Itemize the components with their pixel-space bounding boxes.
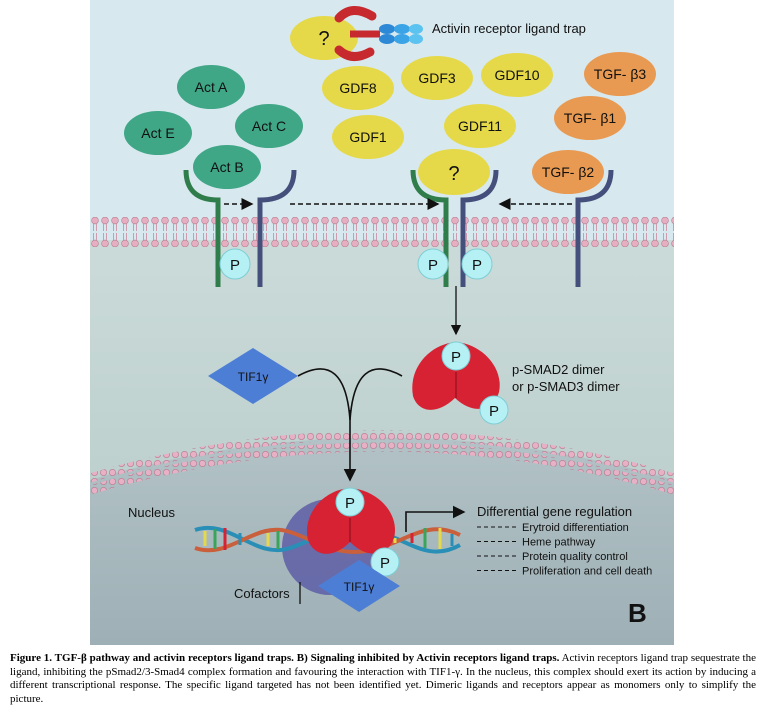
phospho-label: P xyxy=(451,349,461,366)
phospho-label: P xyxy=(472,257,482,274)
gdf-ligand xyxy=(401,56,473,100)
tif1-diamond-nucleus xyxy=(318,560,400,612)
gdf-ligand xyxy=(332,115,404,159)
bound-ligand xyxy=(418,149,490,195)
gene-item: Protein quality control xyxy=(522,551,628,563)
activin-ligand xyxy=(124,111,192,155)
phospho-label: P xyxy=(489,403,499,420)
phospho-nucleus-bottom xyxy=(370,547,400,577)
receptor-tgfb xyxy=(575,169,614,287)
phospho-smad-top xyxy=(441,341,471,371)
activin-ligands: Act A Act E Act C Act B xyxy=(124,65,303,189)
trap-label: Activin receptor ligand trap xyxy=(432,21,586,36)
phospho-smad-bottom xyxy=(479,395,509,425)
gdf-ligand xyxy=(322,66,394,110)
transcription-arrow xyxy=(405,505,466,532)
figure-caption: Figure 1. TGF-β pathway and activin rece… xyxy=(10,652,756,706)
plasma-membrane xyxy=(90,217,674,247)
smad-dimer-nucleus xyxy=(306,488,395,554)
phospho-label: P xyxy=(380,555,390,572)
tgf-ligand xyxy=(532,150,604,194)
gdf-ligand-label: GDF3 xyxy=(418,70,456,86)
smad-label-2: or p-SMAD3 dimer xyxy=(512,379,620,394)
smad-label-1: p-SMAD2 dimer xyxy=(512,362,605,377)
receptor-type2-left xyxy=(183,169,221,287)
phospho-label: P xyxy=(428,257,438,274)
caption-text: Activin receptors ligand trap sequestrat… xyxy=(10,652,756,705)
trap-molecule-arms xyxy=(334,6,377,61)
gdf-ligand-label: GDF11 xyxy=(458,118,502,134)
receptor-type2-mid xyxy=(410,169,449,287)
phospho-left xyxy=(219,248,251,280)
gene-regulation-title: Differential gene regulation xyxy=(477,504,632,519)
gdf-ligand-label: GDF10 xyxy=(494,67,539,83)
tgf-ligand xyxy=(554,96,626,140)
receptor-type1-left xyxy=(257,169,297,287)
tif1-label-nucleus: TIF1γ xyxy=(344,580,375,594)
tgf-ligand xyxy=(584,52,656,96)
activin-ligand xyxy=(177,65,245,109)
bound-question: ? xyxy=(448,163,459,185)
phospho-label: P xyxy=(230,257,240,274)
activin-ligand-label: Act B xyxy=(210,159,243,175)
tif1-diamond xyxy=(208,348,298,404)
trap-fc-domain xyxy=(379,24,423,44)
caption-bold: Figure 1. TGF-β pathway and activin rece… xyxy=(10,652,560,664)
gdf-ligand xyxy=(481,53,553,97)
activin-ligand-label: Act E xyxy=(141,125,174,141)
nuclear-membrane-inner xyxy=(88,442,676,495)
tgf-ligand-label: TGF- β1 xyxy=(564,110,617,126)
phospho-mid-right xyxy=(461,248,493,280)
trap-question: ? xyxy=(318,28,329,50)
panel-letter: B xyxy=(628,598,647,628)
nucleus-label: Nucleus xyxy=(128,505,175,520)
gene-item: Erytroid differentiation xyxy=(522,522,629,534)
activin-ligand xyxy=(193,145,261,189)
tgf-ligands: TGF- β3 TGF- β1 TGF- β2 xyxy=(532,52,656,194)
receptor-type1-mid xyxy=(460,169,499,287)
activin-ligand xyxy=(235,104,303,148)
nuclear-membrane-outer xyxy=(88,430,676,483)
tif1-label: TIF1γ xyxy=(238,370,269,384)
phospho-nucleus-top xyxy=(335,487,365,517)
phospho-mid-left xyxy=(417,248,449,280)
gene-item: Heme pathway xyxy=(522,537,596,549)
gene-item: Proliferation and cell death xyxy=(522,566,652,578)
tgf-ligand-label: TGF- β3 xyxy=(594,66,647,82)
activin-ligand-label: Act A xyxy=(195,79,228,95)
activin-ligand-label: Act C xyxy=(252,118,286,134)
gdf-ligand xyxy=(444,104,516,148)
cofactors-label: Cofactors xyxy=(234,586,290,601)
gdf-ligand-label: GDF1 xyxy=(349,129,387,145)
tgf-ligand-label: TGF- β2 xyxy=(542,164,595,180)
gdf-ligand-label: GDF8 xyxy=(339,80,377,96)
pathway-diagram: ? Activin receptor ligand trap Act AAct … xyxy=(88,0,676,645)
phospho-label: P xyxy=(345,495,355,512)
